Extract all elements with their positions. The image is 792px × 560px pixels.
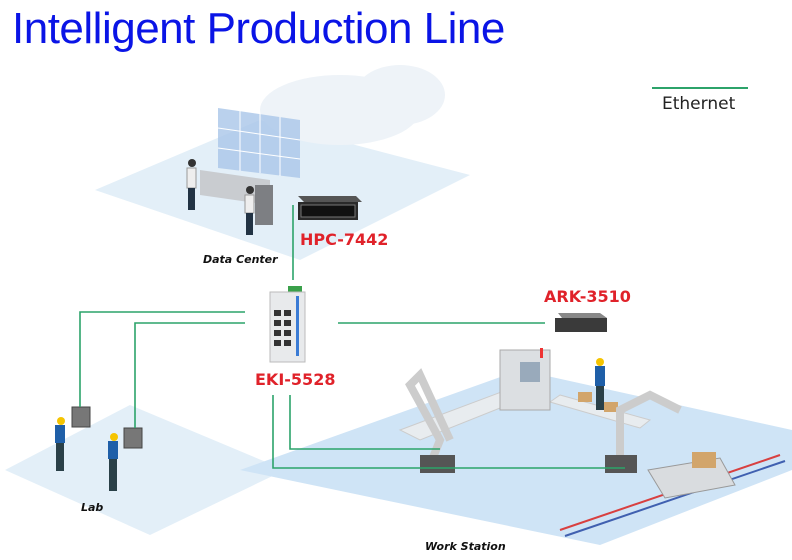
operator-figure [186,159,255,235]
hpc-7442-label: HPC-7442 [300,230,389,249]
link-switch-robot-2 [272,395,625,469]
eki-5528-label: EKI-5528 [255,370,336,389]
work-station-floor [240,370,792,545]
ethernet-legend-label: Ethernet [662,94,736,114]
page-title: Intelligent Production Line [12,4,505,53]
ark-3510-label: ARK-3510 [544,287,631,306]
hpc-7442-server-icon [298,196,362,220]
lab-label: Lab [81,501,104,514]
data-center-label: Data Center [203,253,278,266]
ark-3510-box-pc-icon [555,313,607,332]
eki-5528-switch-icon [269,286,306,363]
lab-workers [55,406,143,491]
video-wall [217,108,301,178]
production-line [398,348,736,499]
link-switch-robot-1 [289,395,440,450]
lab-floor [5,405,285,535]
data-center-floor [95,120,470,260]
link-switch-lab-2 [134,322,245,428]
ethernet-legend-swatch [652,87,748,89]
work-station-label: Work Station [425,540,506,553]
link-switch-lab-1 [79,311,245,407]
ethernet-links [79,205,625,469]
